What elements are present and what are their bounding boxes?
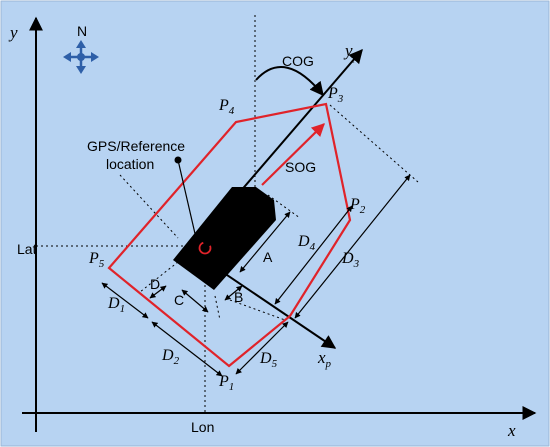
gps-label-line1: GPS/Reference: [87, 138, 185, 154]
yp-axis-label: yp: [343, 41, 359, 63]
p2-label: P2: [349, 196, 366, 216]
hull-outline: [107, 102, 352, 368]
cog-label: COG: [282, 53, 314, 69]
b-label: B: [234, 289, 243, 305]
lat-label: Lat: [17, 241, 37, 257]
p4-label: P4: [218, 97, 235, 117]
d1-arrow: [101, 282, 149, 319]
gps-pointer-line: [177, 159, 197, 239]
lon-label: Lon: [191, 419, 214, 435]
xp-axis-label: xp: [317, 348, 332, 370]
d-label: D: [150, 276, 160, 292]
d5-label: D5: [259, 350, 278, 370]
reference-point-icon: [198, 241, 212, 255]
y-axis-label: y: [8, 23, 18, 42]
a-label: A: [263, 249, 273, 265]
d5-arrow: [235, 321, 289, 375]
sog-arrow: [261, 123, 325, 186]
b-arrow: [224, 285, 243, 301]
d4-label: D4: [297, 233, 316, 253]
c-label: C: [174, 292, 184, 308]
p1-label: P1: [218, 373, 234, 393]
dimension-arrows: [101, 174, 411, 377]
d2-label: D2: [161, 347, 180, 367]
d1-label: D1: [107, 295, 125, 315]
c-arrow: [181, 289, 209, 313]
sog-label: SOG: [285, 159, 316, 175]
compass-arrows-icon: N: [63, 23, 99, 74]
p3-label: P3: [327, 85, 344, 105]
x-axis-label: x: [507, 421, 516, 440]
d2-arrow: [151, 321, 223, 377]
a-arrow: [239, 211, 291, 273]
cog-arc-arrow: [255, 66, 324, 97]
p5-label: P5: [88, 250, 105, 270]
gps-dot-icon: [174, 156, 182, 164]
d-arrow: [149, 285, 167, 299]
d4-arrow: [274, 205, 353, 305]
d3-label: D3: [341, 250, 360, 270]
compass-north-label: N: [77, 23, 87, 39]
gps-label-line2: location: [106, 156, 154, 172]
